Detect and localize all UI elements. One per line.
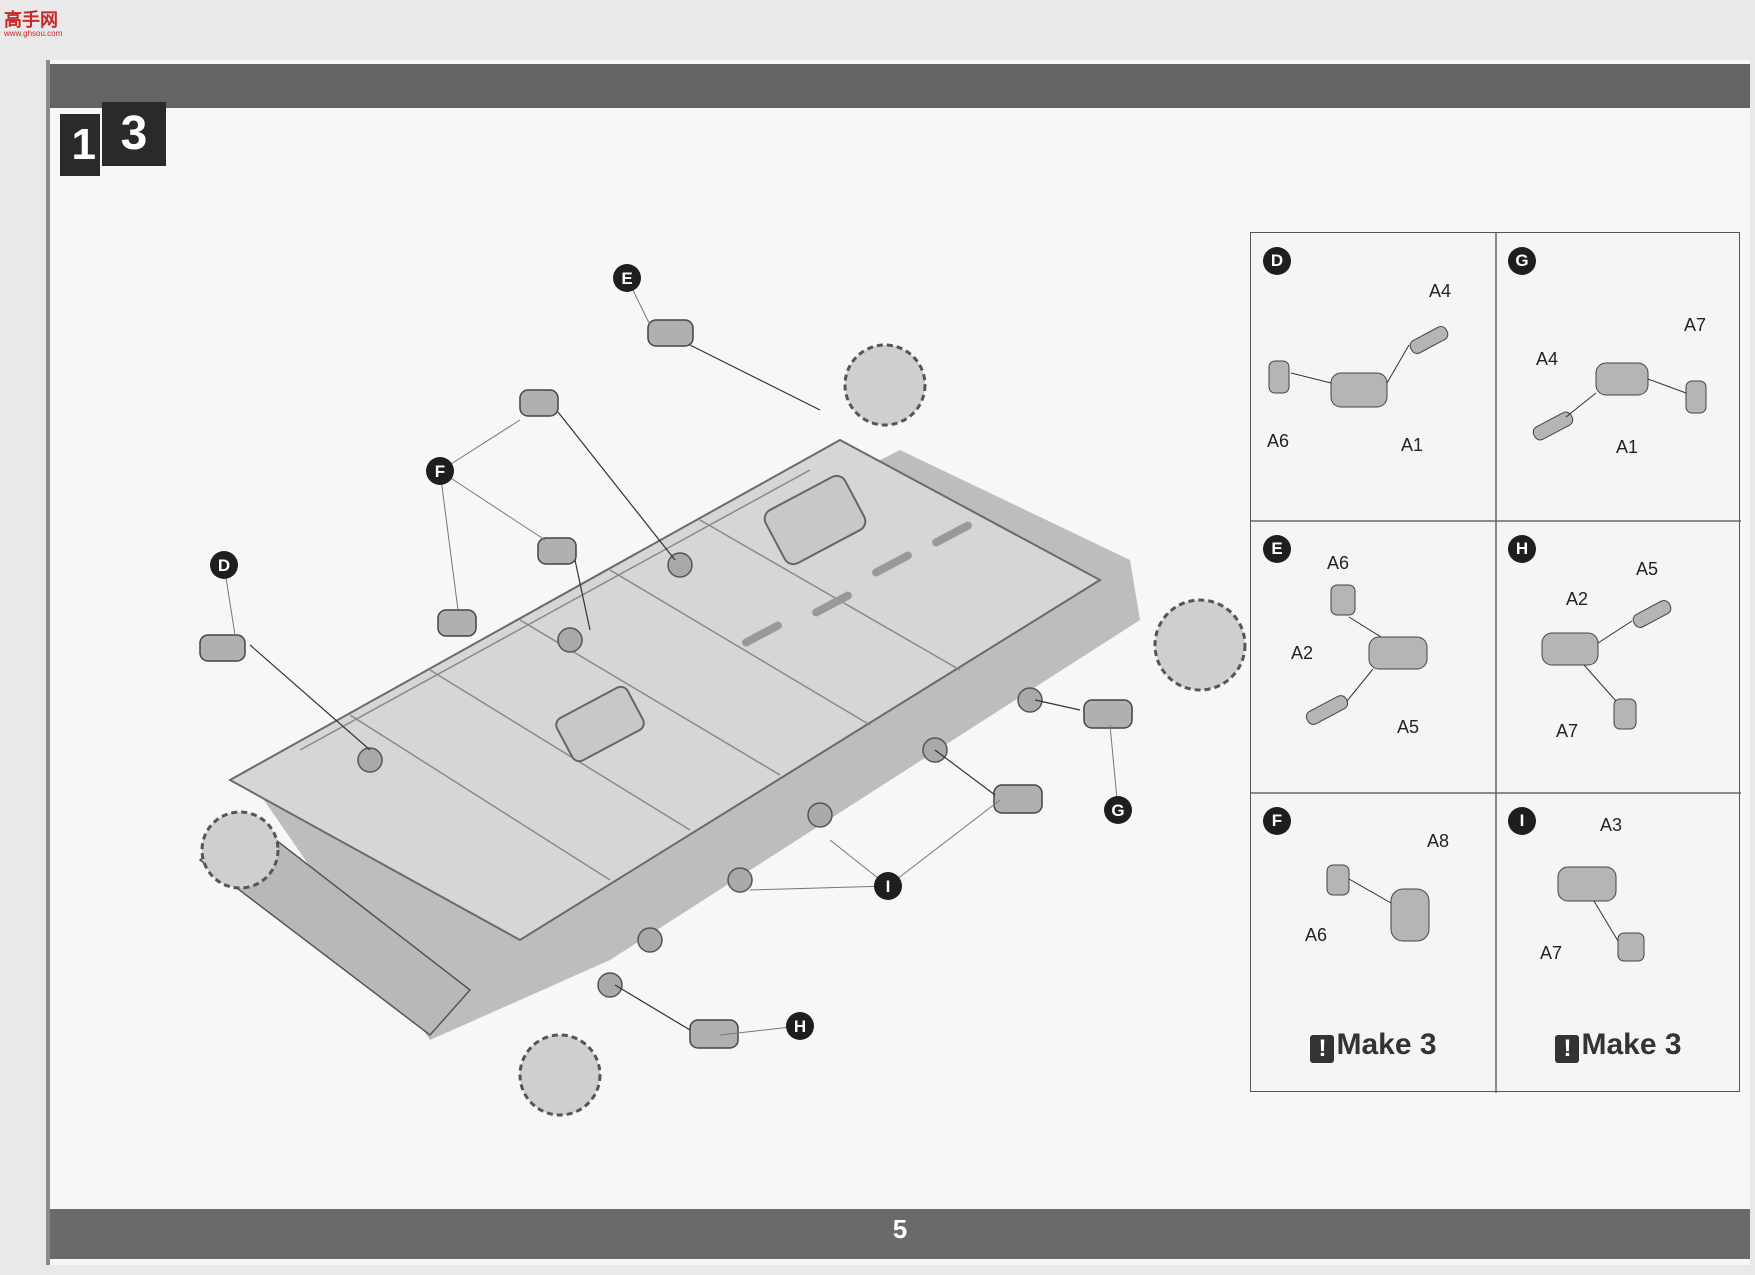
svg-text:D: D	[218, 556, 230, 575]
hull-hatch	[763, 474, 867, 566]
subassembly-F: F A8 A6 !Make 3	[1251, 793, 1496, 1093]
watermark: 高手网 www.ghsou.com	[4, 10, 63, 38]
svg-text:A4: A4	[1536, 349, 1558, 369]
svg-text:A3: A3	[1600, 815, 1622, 835]
callout-E: E	[613, 264, 641, 292]
panel-dividers	[1251, 233, 1741, 1093]
svg-text:A5: A5	[1397, 717, 1419, 737]
svg-text:G: G	[1111, 801, 1124, 820]
callout-D: D	[210, 551, 238, 579]
top-bar	[50, 64, 1750, 108]
subassembly-I-drawing: A3 A7	[1540, 815, 1645, 963]
callout-F: F	[426, 457, 454, 485]
hull-arm-mounts	[357, 552, 1043, 998]
callout-leader-lines	[223, 277, 1119, 1036]
hull-assembly-diagram: D E F G H I	[198, 264, 1247, 1117]
callout-H: H	[786, 1012, 814, 1040]
subassembly-G: G A7 A4 A1	[1496, 233, 1741, 521]
idler-wheel-left	[200, 810, 280, 890]
svg-text:A8: A8	[1427, 831, 1449, 851]
svg-text:A7: A7	[1540, 943, 1562, 963]
subassembly-G-label: G	[1508, 247, 1536, 275]
callout-I: I	[874, 872, 902, 900]
make-3-note: !Make 3	[1496, 1028, 1741, 1063]
svg-text:H: H	[794, 1017, 806, 1036]
subassembly-E: E A6 A2 A5	[1251, 521, 1496, 793]
hull-slots	[742, 521, 972, 647]
subassembly-E-drawing: A6 A2 A5	[1291, 553, 1428, 737]
svg-text:A2: A2	[1566, 589, 1588, 609]
svg-text:A5: A5	[1636, 559, 1658, 579]
subassembly-H-label: H	[1508, 535, 1536, 563]
subassembly-I-label: I	[1508, 807, 1536, 835]
hull-panel-lines	[299, 469, 961, 881]
make-3-note: !Make 3	[1251, 1028, 1496, 1063]
subassembly-E-label: E	[1263, 535, 1291, 563]
bottom-bar: 5	[50, 1209, 1750, 1259]
svg-text:A6: A6	[1327, 553, 1349, 573]
subassembly-D-drawing: A4 A6 A1	[1267, 281, 1451, 455]
idler-wheel-right	[518, 1033, 602, 1117]
subassembly-G-drawing: A7 A4 A1	[1532, 315, 1707, 457]
subassembly-D: D A4 A6 A1	[1251, 233, 1496, 521]
subassembly-H: H A5 A2 A7	[1496, 521, 1741, 793]
drive-sprocket-right	[1153, 598, 1247, 692]
subassembly-F-label: F	[1263, 807, 1291, 835]
callout-G: G	[1104, 796, 1132, 824]
step-number-previous: 1	[60, 114, 100, 176]
svg-text:A1: A1	[1401, 435, 1423, 455]
svg-text:A1: A1	[1616, 437, 1638, 457]
svg-text:A7: A7	[1556, 721, 1578, 741]
svg-text:I: I	[886, 877, 891, 896]
page-number: 5	[892, 1214, 908, 1244]
subassembly-panel: D A4 A6 A1 G A7 A4 A1 E	[1250, 232, 1741, 1093]
svg-text:A7: A7	[1684, 315, 1706, 335]
escape-hatch	[555, 685, 645, 763]
svg-text:A4: A4	[1429, 281, 1451, 301]
subassembly-H-drawing: A5 A2 A7	[1541, 559, 1672, 741]
svg-text:A6: A6	[1267, 431, 1289, 451]
drive-sprocket-left	[843, 343, 927, 427]
subassembly-F-drawing: A8 A6	[1305, 831, 1449, 945]
svg-text:F: F	[435, 462, 445, 481]
assembly-arrows	[249, 344, 1081, 1031]
subassembly-I: I A3 A7 !Make 3	[1496, 793, 1741, 1093]
step-number: 3	[102, 102, 166, 166]
svg-text:E: E	[621, 269, 632, 288]
suspension-arm-parts	[199, 319, 1133, 1049]
subassembly-D-label: D	[1263, 247, 1291, 275]
svg-text:A6: A6	[1305, 925, 1327, 945]
svg-text:A2: A2	[1291, 643, 1313, 663]
